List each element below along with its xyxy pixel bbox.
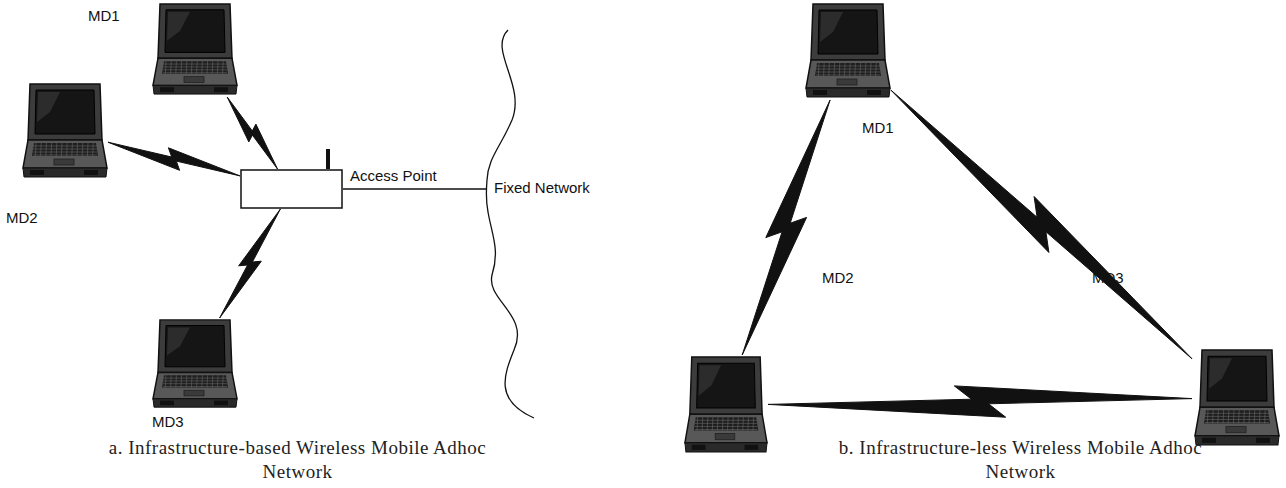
fixed-network-boundary xyxy=(486,30,596,420)
node-label: Access Point xyxy=(350,168,437,184)
node-label: MD2 xyxy=(6,210,38,226)
access-point: Access Point xyxy=(240,169,343,209)
node-label: MD1 xyxy=(862,120,894,136)
node-label: Fixed Network xyxy=(494,180,590,196)
laptop-illustration xyxy=(682,355,768,455)
figure-caption: a. Infrastructure-based Wireless Mobile … xyxy=(85,436,510,484)
wireless-link-bolt xyxy=(227,97,277,169)
antenna xyxy=(326,149,330,169)
node-label: MD2 xyxy=(822,270,854,286)
node-label: MD3 xyxy=(152,414,184,430)
wireless-link-bolt xyxy=(108,142,240,176)
node-label: MD3 xyxy=(1092,270,1124,286)
laptop-illustration xyxy=(1192,348,1280,448)
wireless-link-bolt xyxy=(768,386,1192,417)
node-label: MD1 xyxy=(88,8,120,24)
laptop-illustration xyxy=(150,318,238,410)
laptop-illustration xyxy=(803,2,891,100)
mobile-device: MD2 xyxy=(682,355,768,455)
wireless-link-bolt xyxy=(220,209,281,318)
fixed-network: Fixed Network xyxy=(486,30,596,420)
wireless-link-bolt xyxy=(742,100,830,355)
mobile-device: MD1 xyxy=(150,2,238,97)
mobile-device: MD1 xyxy=(803,2,891,100)
laptop-illustration xyxy=(150,2,238,97)
mobile-device: MD3 xyxy=(1192,348,1280,448)
wireless-link-bolt xyxy=(891,90,1192,359)
mobile-device: MD2 xyxy=(20,82,108,180)
network-link xyxy=(343,188,486,190)
laptop-illustration xyxy=(20,82,108,180)
mobile-device: MD3 xyxy=(150,318,238,410)
access-point-box xyxy=(240,169,343,209)
figure-caption: b. Infrastructure-less Wireless Mobile A… xyxy=(808,436,1233,484)
